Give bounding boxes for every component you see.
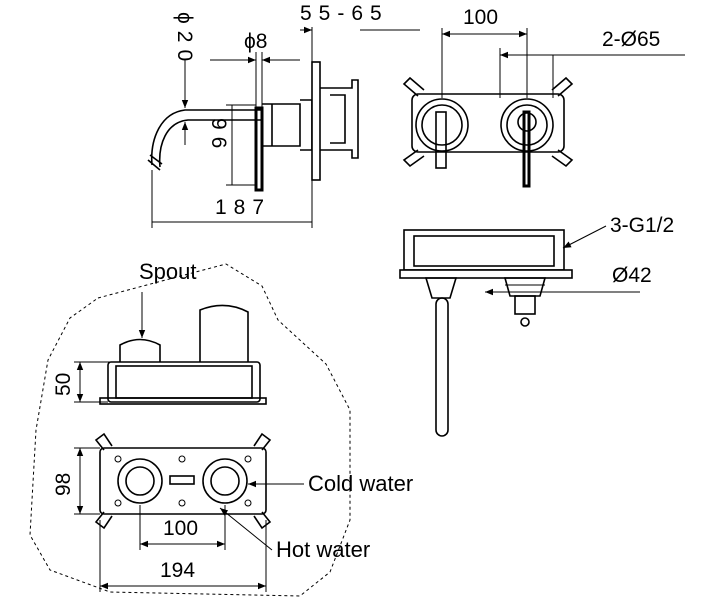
dim-3g12-line	[562, 225, 607, 249]
hot-water-arrow	[219, 507, 273, 551]
valve-handle-boss	[199, 304, 249, 362]
spout-tip	[147, 154, 163, 171]
top-view: 3-G1/2 Ø42	[399, 214, 674, 437]
hot-water-port	[117, 458, 163, 504]
valve-lug-tl	[94, 432, 113, 451]
front-handle	[522, 110, 531, 188]
valve-lug-tr	[253, 432, 272, 451]
dim-valve-100-label: 100	[163, 517, 198, 540]
spout-label: Spout	[139, 259, 197, 284]
spout-outlet	[435, 111, 447, 169]
front-lug-br	[551, 149, 574, 168]
top-plate	[399, 269, 573, 279]
dim-55-65-label: 55-65	[300, 2, 389, 25]
front-plate	[411, 93, 565, 153]
top-connector	[503, 277, 547, 297]
valve-outline	[29, 263, 351, 597]
side-view: ϕ20 ϕ8 55-65 96 187	[147, 2, 420, 228]
handle-stem	[254, 106, 264, 192]
cartridge-body	[262, 99, 313, 151]
front-lug-tl	[402, 76, 425, 97]
dim-96-label: 96	[207, 118, 230, 155]
front-right-dial	[500, 98, 554, 152]
dim-3g12-label: 3-G1/2	[610, 214, 674, 237]
spout-arm	[150, 109, 262, 168]
dim-98-label: 98	[52, 473, 75, 496]
dim-phi8-label: ϕ8	[244, 30, 267, 53]
dim-phi20-label: ϕ20	[173, 12, 196, 68]
valve-spout-boss	[119, 338, 161, 362]
valve-housing	[320, 79, 359, 159]
hot-water-label: Hot water	[276, 537, 370, 562]
valve-body	[107, 361, 261, 403]
dim-phi42-label: Ø42	[612, 264, 652, 287]
dim-2phi65-label: 2-Ø65	[602, 28, 660, 51]
dim-187-label: 187	[215, 196, 271, 219]
dim-50-label: 50	[52, 373, 75, 396]
valve-center-slot	[169, 475, 195, 485]
valve-view: Spout 50 98 Cold wat	[29, 259, 413, 597]
front-lug-bl	[402, 149, 425, 168]
dim-194-label: 194	[160, 559, 195, 582]
top-spout-pipe	[424, 277, 458, 299]
front-view: 100 2-Ø65	[402, 6, 685, 188]
front-lug-tr	[551, 76, 574, 97]
cold-water-port	[202, 458, 248, 504]
front-left-dial	[415, 98, 469, 152]
cold-water-label: Cold water	[308, 471, 413, 496]
valve-plan-body	[99, 447, 267, 515]
dim-100-label: 100	[463, 6, 498, 29]
wall-plate	[311, 61, 321, 181]
